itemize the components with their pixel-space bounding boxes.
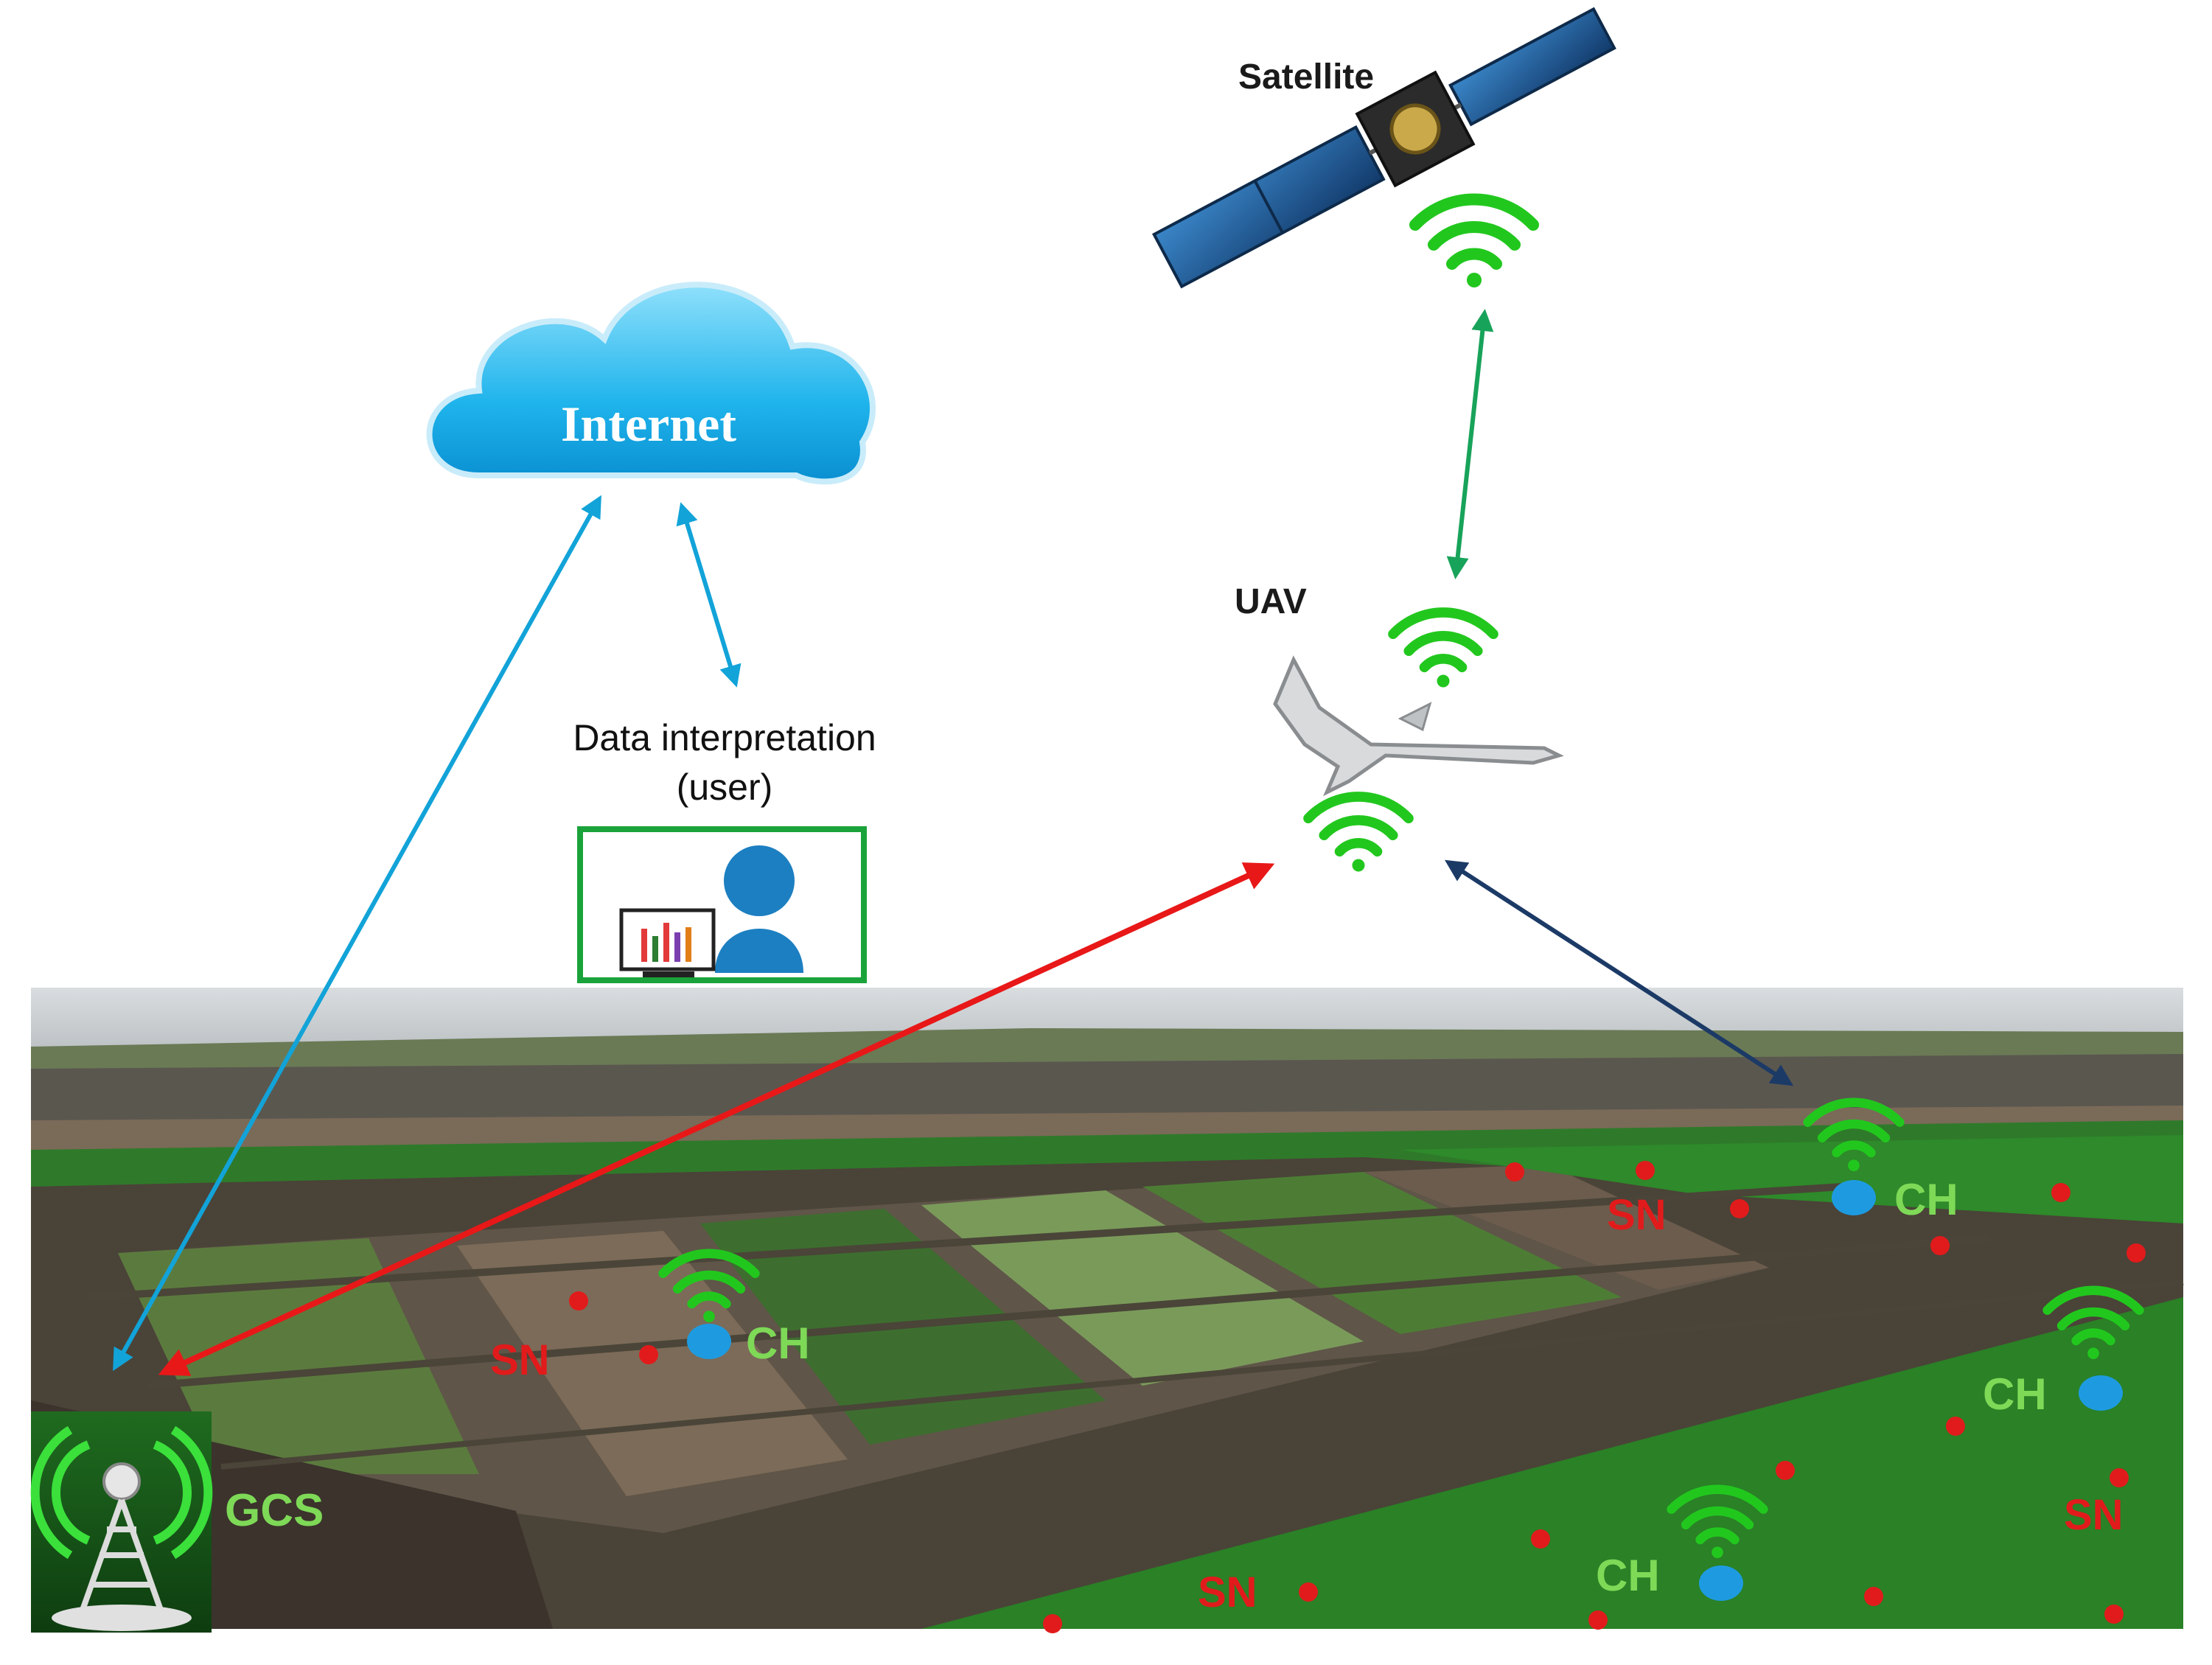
sensor-node-label-4: SN [1198,1568,1257,1616]
sensor-node [2051,1183,2070,1202]
antenna-tower-icon [30,1411,213,1633]
cluster-head-2: CH [1808,1103,1958,1224]
link-uav-cluster-head [1444,859,1794,1086]
cluster-head-4-node [1699,1565,1743,1601]
data-interpretation-label-line2: (user) [677,767,773,808]
satellite-wifi-icon [1415,199,1533,287]
cluster-head-1-label: CH [746,1319,810,1368]
cluster-head-4: CH [1596,1490,1763,1601]
uav-bottom-wifi-icon [1308,797,1409,872]
uav-top-wifi-icon [1393,612,1493,688]
sensor-node [1730,1199,1749,1218]
sensor-node-label-3: SN [2064,1491,2124,1539]
cluster-head-2-label: CH [1894,1175,1958,1224]
sensor-node-label-1: SN [490,1336,550,1384]
sensor-node [1776,1461,1795,1480]
sensor-node [1930,1236,1950,1255]
cluster-head-3: CH [1983,1291,2139,1419]
cluster-head-3-label: CH [1983,1369,2047,1419]
cluster-head-2-node [1832,1180,1876,1215]
link-uav-satellite [1446,309,1494,579]
sensor-node [2110,1468,2129,1487]
uav-icon [1273,655,1564,797]
sensor-node [1946,1417,1965,1436]
sensor-node [1864,1587,1883,1606]
sensor-node [2104,1605,2124,1624]
sensor-node [1588,1610,1608,1630]
data-interpretation-label-line1: Data interpretation [573,717,876,758]
cluster-head-1-node [687,1324,731,1359]
sensor-node [2126,1243,2146,1263]
cluster-head-3-node [2079,1375,2123,1411]
user-icon [577,826,867,983]
sensor-node [1299,1582,1318,1602]
sensor-node [1505,1162,1524,1181]
cloud-icon [426,282,876,485]
sensor-node-label-2: SN [1607,1191,1667,1239]
satellite-icon [1151,7,1616,289]
internet-label: Internet [561,396,736,452]
cluster-head-1: CH [663,1254,810,1368]
cluster-head-4-label: CH [1596,1551,1660,1600]
sensor-node [1043,1614,1062,1633]
sensor-node [569,1291,588,1310]
gcs-label: GCS [225,1485,324,1536]
uav-label: UAV [1235,582,1307,621]
sensor-node [639,1345,658,1364]
sensor-node [1531,1529,1550,1549]
link-uav-gcs [158,862,1275,1376]
link-internet-user [676,502,742,688]
farmland-background [31,988,2184,1629]
communication-links [113,309,1794,1376]
sensor-nodes [569,1161,2146,1633]
satellite-label: Satellite [1238,57,1374,97]
sensor-node [1636,1161,1655,1180]
